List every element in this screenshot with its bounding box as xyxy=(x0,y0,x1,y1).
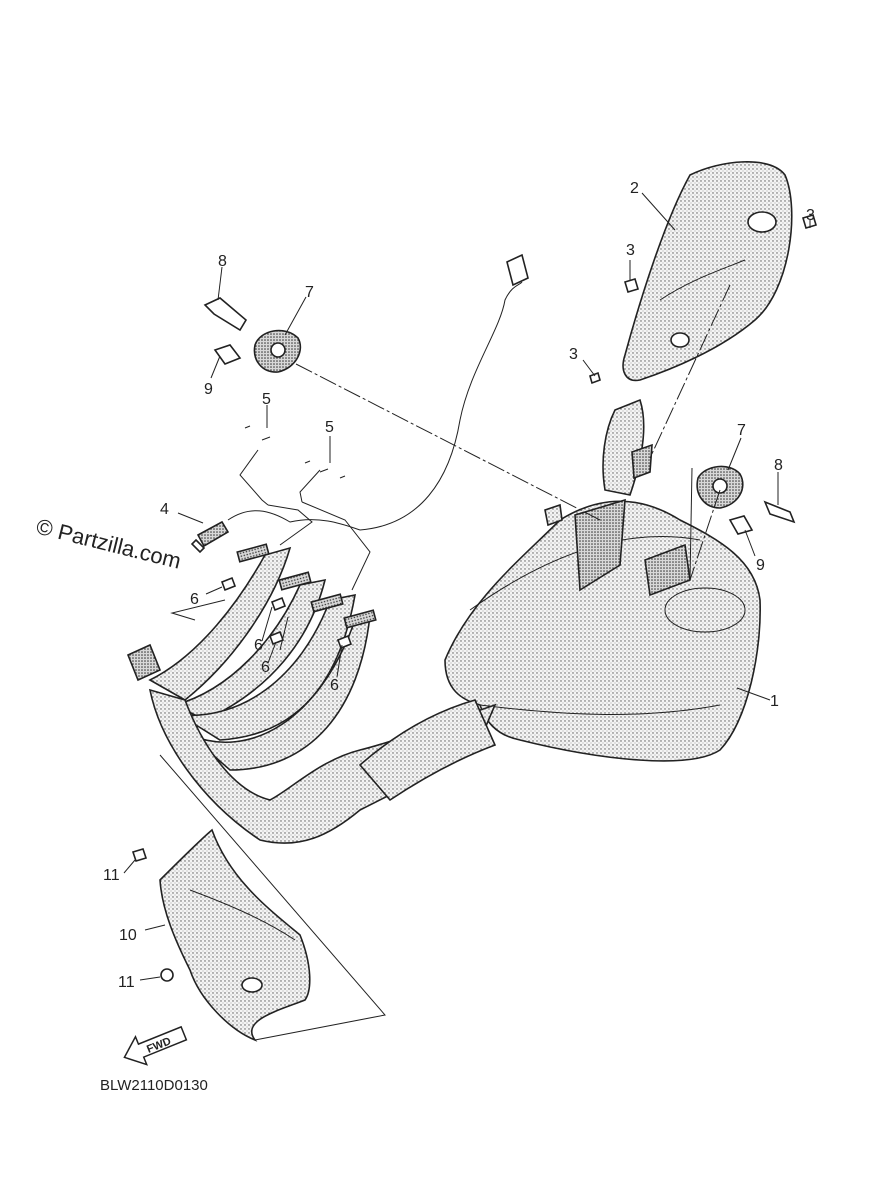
header-protector xyxy=(131,828,311,1042)
bracket-assembly-right xyxy=(696,465,796,535)
callout-leaders xyxy=(123,192,811,981)
callout-5: 5 xyxy=(325,419,334,436)
callout-1: 1 xyxy=(770,693,779,710)
callout-9: 9 xyxy=(204,381,213,398)
callout-6: 6 xyxy=(330,677,339,694)
watermark: © Partzilla.com xyxy=(34,514,184,574)
muffler xyxy=(444,498,761,762)
callout-9: 9 xyxy=(756,557,765,574)
callout-3: 3 xyxy=(569,346,578,363)
header-bolts xyxy=(220,576,353,650)
callout-6: 6 xyxy=(261,659,270,676)
callout-6: 6 xyxy=(254,637,263,654)
callout-7: 7 xyxy=(737,422,746,439)
fwd-label: FWD xyxy=(145,1035,173,1056)
callout-7: 7 xyxy=(305,284,314,301)
callout-6: 6 xyxy=(190,591,199,608)
callout-3: 3 xyxy=(626,242,635,259)
muffler-protector xyxy=(622,161,793,382)
callout-11: 11 xyxy=(118,974,135,991)
callout-2: 2 xyxy=(630,180,639,197)
forward-arrow-icon: FWD xyxy=(123,1025,188,1066)
callout-8: 8 xyxy=(774,457,783,474)
diagram-code: BLW2110D0130 xyxy=(100,1077,208,1094)
exhaust-headers xyxy=(126,543,497,844)
callout-8: 8 xyxy=(218,253,227,270)
muffler-outlet xyxy=(602,398,653,496)
callout-numbers: 1 2 3 3 3 4 5 5 6 6 6 6 7 7 8 8 9 9 10 1… xyxy=(103,180,815,991)
callout-3: 3 xyxy=(806,207,815,224)
callout-4: 4 xyxy=(160,501,169,518)
bracket-assembly-left xyxy=(203,297,302,373)
oxygen-sensor xyxy=(190,253,529,554)
callout-10: 10 xyxy=(119,927,137,944)
assembly-lines xyxy=(159,284,731,1041)
gaskets xyxy=(244,425,346,479)
callout-5: 5 xyxy=(262,391,271,408)
callout-11: 11 xyxy=(103,867,120,884)
